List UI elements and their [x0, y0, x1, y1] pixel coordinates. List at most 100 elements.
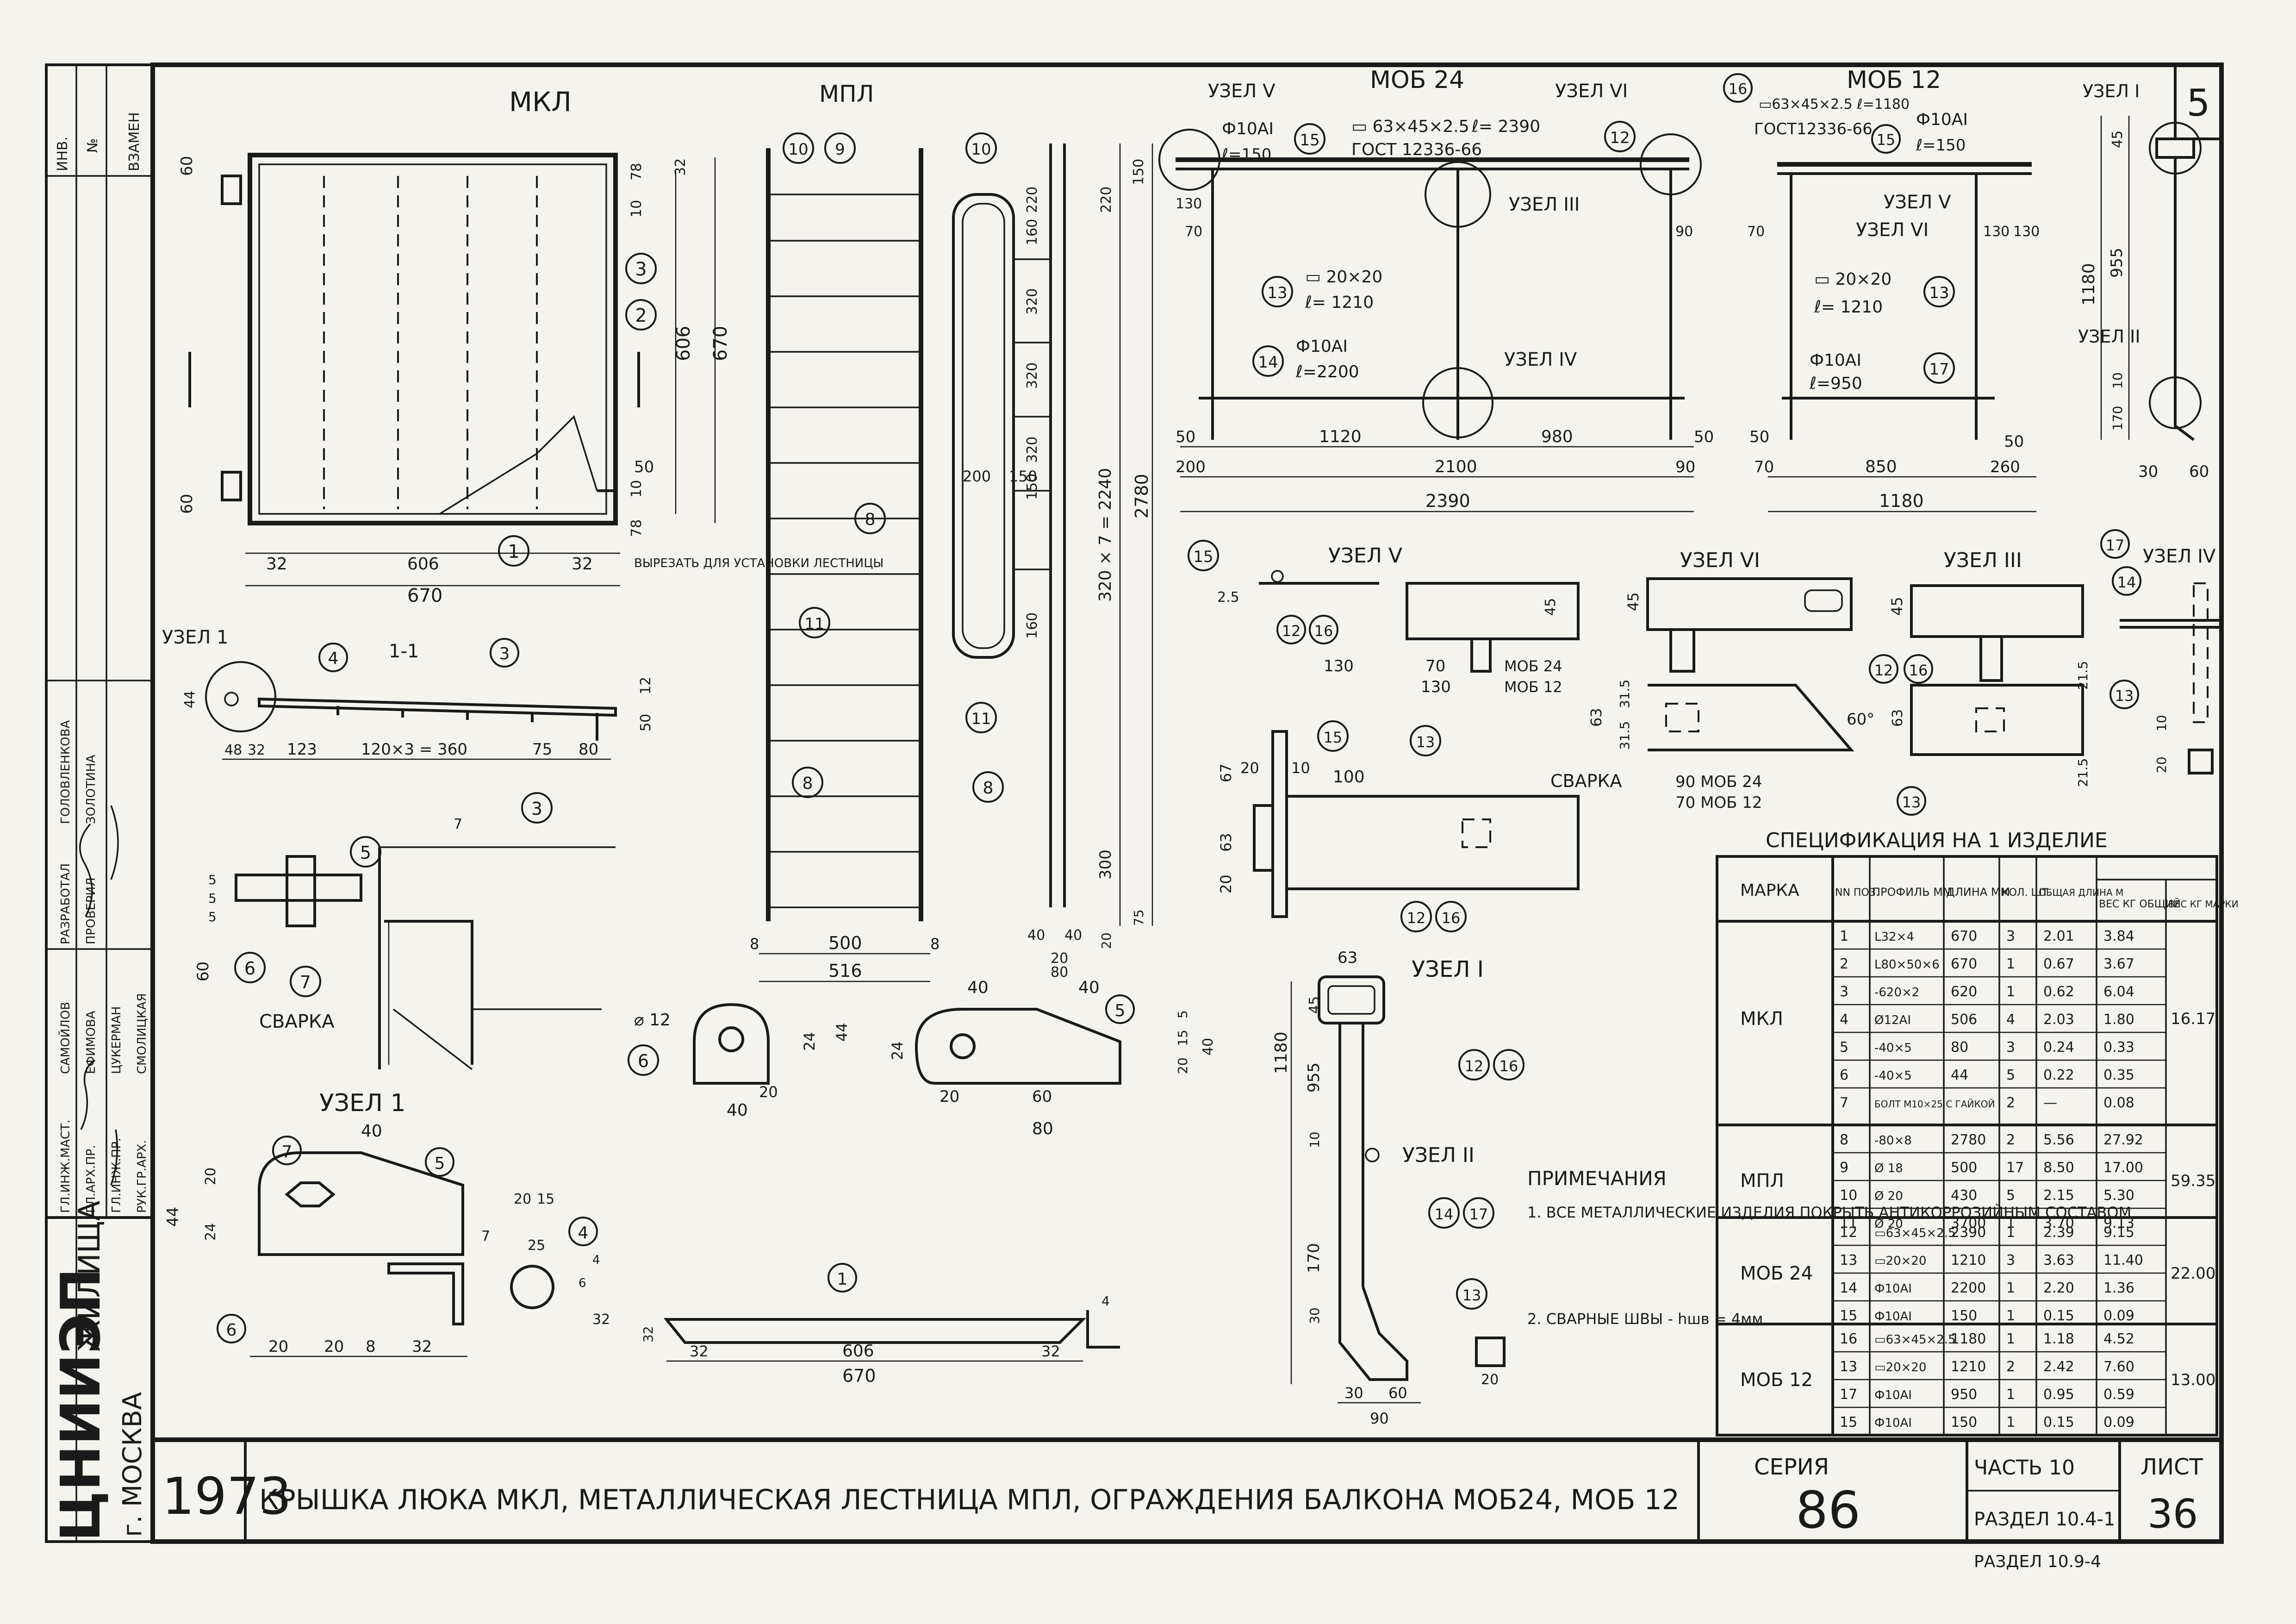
- post-955: 955: [2108, 248, 2126, 278]
- mpl-side-320a: 320: [1024, 288, 1040, 315]
- pos-6-part: [628, 1044, 659, 1076]
- post-1180: 1180: [2079, 263, 2098, 306]
- mpl-side-160: 160: [1024, 219, 1040, 245]
- mpl-low-20: 20: [1099, 932, 1114, 949]
- part5-r20: 20: [1175, 1057, 1190, 1074]
- pos-17-mob12-label: 17: [1929, 360, 1949, 379]
- mob24-len-top: ℓ= 2390: [1471, 117, 1540, 136]
- pos-15-mob24-label: 15: [1300, 131, 1319, 150]
- part5-b20: 20: [940, 1087, 959, 1106]
- mkl-cut-note: ВЫРЕЗАТЬ ДЛЯ УСТАНОВКИ ЛЕСТНИЦЫ: [634, 556, 884, 570]
- title-uzel-iii-detail: УЗЕЛ III: [1944, 549, 2022, 572]
- mob12-rod-top: Ф10АI: [1916, 110, 1968, 129]
- pos-16-uzeliii-label: 16: [1909, 662, 1928, 679]
- spec-cell: 1.18: [2043, 1331, 2074, 1347]
- spec-cell: ▭20×20: [1874, 1361, 1927, 1374]
- pos-17-uzeliv: [2100, 529, 2130, 559]
- spec-cell: Ф10АI: [1874, 1310, 1912, 1324]
- mob12-rod-bot: Ф10АI: [1810, 351, 1861, 370]
- spec-cell: 12: [1840, 1224, 1857, 1241]
- mpl-mid-150: 150: [1009, 468, 1037, 485]
- uzeliii-dim-215a: 21.5: [2075, 661, 2091, 690]
- uzeli-w63: 63: [1338, 949, 1357, 967]
- mob24-gost: ГОСТ 12336-66: [1351, 140, 1482, 159]
- detail-dim-20b: 20: [1217, 874, 1235, 893]
- post-45: 45: [2109, 131, 2126, 148]
- sec-dim-360: 120×3 = 360: [361, 740, 467, 759]
- spec-cell: 5: [2006, 1067, 2015, 1083]
- pos-17-mob12: [1923, 352, 1955, 384]
- uzeli-b90: 90: [1370, 1410, 1389, 1427]
- detail-dim-67: 67: [1217, 763, 1235, 782]
- uzeli-v45: 45: [1307, 996, 1323, 1014]
- spec-h-mark: МАРКА: [1740, 881, 1799, 900]
- uzel1-dim-40: 40: [361, 1122, 382, 1141]
- mob24-s130: 130: [1176, 196, 1202, 212]
- uzel1-dim-l24: 24: [203, 1223, 219, 1241]
- uzelvi-svarka: СВАРКА: [1550, 771, 1622, 791]
- part5-total: 80: [1032, 1119, 1053, 1138]
- pos-12-detail-label: 12: [1407, 909, 1426, 927]
- uzelvi-dim-315a: 31.5: [1617, 680, 1632, 708]
- uzelv-label-mob24: МОБ 24: [1504, 657, 1562, 675]
- spec-h-len: ДЛИНА ММ: [1946, 886, 2010, 899]
- mob12-prof-top: ▭63×45×2.5 ℓ=1180: [1759, 96, 1910, 112]
- title-uzel-iv-detail: УЗЕЛ IV: [2143, 546, 2216, 567]
- pos-5-part: [1105, 994, 1135, 1024]
- mkl-dim-60: 60: [178, 156, 196, 176]
- spec-cell: 1210: [1951, 1359, 1986, 1375]
- pos-12-uzelv: [1276, 615, 1306, 644]
- pos-11-side: [965, 702, 997, 733]
- signatures: [79, 805, 119, 1186]
- part6-d: ⌀ 12: [634, 1011, 671, 1030]
- spec-cell: 27.92: [2103, 1132, 2143, 1148]
- spec-cell: 4: [1840, 1012, 1848, 1028]
- pos-15-detail-label: 15: [1324, 729, 1343, 746]
- mob12-b260: 260: [1990, 458, 2020, 476]
- mkl-dim-low-10: 10: [628, 480, 645, 498]
- spec-cell: 1: [2006, 956, 2015, 972]
- mob24-rod-top-len: ℓ=150: [1221, 145, 1271, 164]
- spec-cell: 3: [2006, 1039, 2015, 1056]
- pos-3-svarka: [521, 792, 553, 824]
- pos-17-uzeliv-label: 17: [2106, 537, 2125, 554]
- spec-cell: 2.39: [2043, 1224, 2074, 1241]
- spec-cell: 2.01: [2043, 928, 2074, 944]
- spec-cell: 0.59: [2103, 1387, 2134, 1403]
- title-mkl: МКЛ: [509, 86, 572, 118]
- pos-12-detail: [1400, 901, 1432, 932]
- pos-13-uzeli: [1456, 1278, 1487, 1310]
- mob24-prof-top: ▭ 63×45×2.5: [1351, 117, 1469, 136]
- pos-6-svarka-label: 6: [244, 958, 255, 979]
- spec-cell: 17: [1840, 1387, 1857, 1403]
- tb-title: КРЫШКА ЛЮКА МКЛ, МЕТАЛЛИЧЕСКАЯ ЛЕСТНИЦА …: [259, 1484, 1680, 1516]
- pos-13-uzeliv-label: 13: [2115, 687, 2134, 705]
- spec-cell: 1: [2006, 1331, 2015, 1347]
- mpl-side-320b: 320: [1024, 362, 1040, 389]
- staff-action-1: РАЗРАБОТАЛ: [59, 863, 73, 944]
- part6-in: 20: [759, 1083, 778, 1101]
- spec-cell: Ф10АI: [1874, 1416, 1912, 1430]
- spec-cell: 13: [1840, 1252, 1857, 1268]
- mob12-s70: 70: [1747, 224, 1765, 240]
- spec-cell: 11.40: [2103, 1252, 2143, 1268]
- section-11-drawing: [205, 661, 617, 741]
- uzel-v-drawing: [1259, 570, 1580, 673]
- pos-12-uzeli: [1458, 1049, 1490, 1081]
- pos-13-mob12: [1923, 276, 1955, 307]
- spec-cell: -40×5: [1874, 1041, 1912, 1055]
- part5-r5a: 5: [1175, 1010, 1190, 1018]
- uzel1-dim-r15: 15: [537, 1191, 554, 1207]
- spec-cell: 4.52: [2103, 1331, 2134, 1347]
- pos-10-mpl-label: 10: [788, 140, 808, 159]
- part6-h24: 24: [801, 1032, 818, 1051]
- mob24-b1120: 1120: [1319, 427, 1362, 446]
- staff-role-2: ГЛ.АРХ.ПР.: [84, 1145, 98, 1213]
- detail-dim-100: 100: [1333, 768, 1365, 787]
- uzelvi-dim-315b: 31.5: [1617, 721, 1632, 750]
- pos-3-label: 3: [635, 259, 647, 280]
- spec-cell: 5.56: [2043, 1132, 2074, 1148]
- part1-32b: 32: [1041, 1343, 1060, 1360]
- sec-dim-32: 32: [248, 742, 265, 758]
